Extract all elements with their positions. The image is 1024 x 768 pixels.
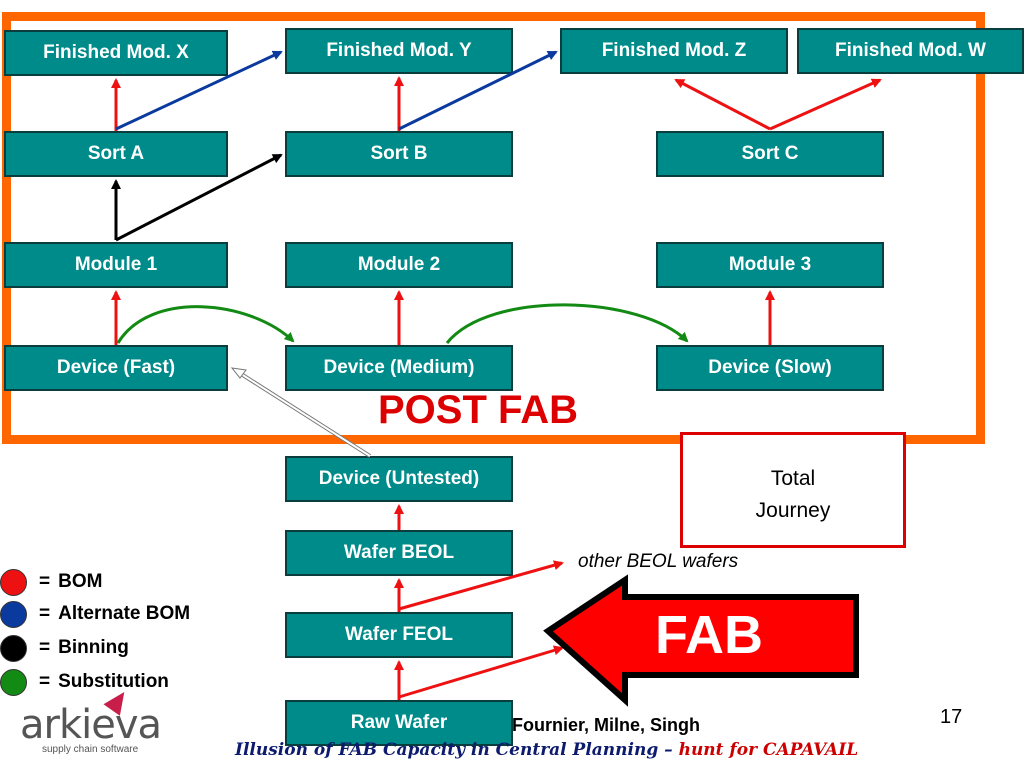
legend-substitution: = Substitution [0, 667, 169, 697]
legend-alternate-bom-dot [0, 600, 27, 628]
legend-bom-dot [0, 568, 27, 596]
alt-bom-arrow-sort-a-to-y [115, 50, 283, 131]
device-untested-box[interactable]: Device (Untested) [285, 456, 513, 502]
legend-separator: = [39, 571, 51, 592]
bom-arrow-feol-to-other-beol [398, 560, 564, 611]
finished-mod-z-box[interactable]: Finished Mod. Z [560, 28, 788, 74]
binning-arrow-module-1-to-sort-b [115, 153, 283, 242]
module-2-box[interactable]: Module 2 [285, 242, 513, 288]
substitution-arrow-medium-to-slow [445, 303, 689, 344]
total-journey-box: Total Journey [680, 432, 906, 548]
module-1-box[interactable]: Module 1 [4, 242, 228, 288]
device-fast-box[interactable]: Device (Fast) [4, 345, 228, 391]
device-slow-box[interactable]: Device (Slow) [656, 345, 884, 391]
device-medium-box[interactable]: Device (Medium) [285, 345, 513, 391]
footer-authors: Fournier, Milne, Singh [512, 715, 701, 735]
legend-binning: = Binning [0, 633, 129, 663]
logo-wordmark: arkieva [20, 702, 162, 748]
legend-bom-label: BOM [58, 571, 103, 592]
other-beol-wafers-label: other BEOL wafers [578, 551, 739, 572]
legend-binning-label: Binning [58, 637, 129, 658]
post-fab-label: POST FAB [378, 388, 579, 432]
footer-title-main: Illusion of FAB Capacity in Central Plan… [235, 740, 673, 760]
legend-substitution-dot [0, 668, 27, 696]
bom-arrow-raw-to-other-feol [398, 645, 564, 699]
legend-separator: = [39, 671, 51, 692]
arkieva-logo: arkieva supply chain software [20, 686, 210, 760]
legend-substitution-label: Substitution [58, 671, 169, 692]
legend-alternate-bom: = Alternate BOM [0, 599, 190, 629]
raw-wafer-box[interactable]: Raw Wafer [285, 700, 513, 746]
legend-alternate-bom-label: Alternate BOM [58, 603, 191, 624]
wafer-feol-box[interactable]: Wafer FEOL [285, 612, 513, 658]
module-3-box[interactable]: Module 3 [656, 242, 884, 288]
fab-label: FAB [655, 605, 763, 665]
legend-bom: = BOM [0, 567, 102, 597]
footer-title-highlight: hunt for CAPAVAIL [678, 740, 859, 760]
wafer-beol-box[interactable]: Wafer BEOL [285, 530, 513, 576]
logo-tagline: supply chain software [42, 744, 139, 755]
bom-arrow-sort-c-to-w [769, 78, 882, 131]
legend-separator: = [39, 637, 51, 658]
fab-arrow [543, 574, 859, 707]
test-arrow-untested-to-fast [230, 367, 247, 379]
footer-title: Illusion of FAB Capacity in Central Plan… [235, 740, 858, 760]
legend-separator: = [39, 603, 51, 624]
finished-mod-w-box[interactable]: Finished Mod. W [797, 28, 1024, 74]
sort-b-box[interactable]: Sort B [285, 131, 513, 177]
legend-binning-dot [0, 634, 27, 662]
total-journey-line-1: Total [770, 467, 816, 490]
substitution-arrow-fast-to-medium [116, 305, 295, 344]
total-journey-line-2: Journey [755, 499, 831, 522]
post-fab-frame [2, 12, 985, 444]
finished-mod-y-box[interactable]: Finished Mod. Y [285, 28, 513, 74]
alt-bom-arrow-sort-b-to-z [398, 50, 558, 131]
sort-c-box[interactable]: Sort C [656, 131, 884, 177]
sort-a-box[interactable]: Sort A [4, 131, 228, 177]
bom-arrow-sort-c-to-z [674, 78, 771, 131]
page-number: 17 [940, 706, 963, 728]
finished-mod-x-box[interactable]: Finished Mod. X [4, 30, 228, 76]
